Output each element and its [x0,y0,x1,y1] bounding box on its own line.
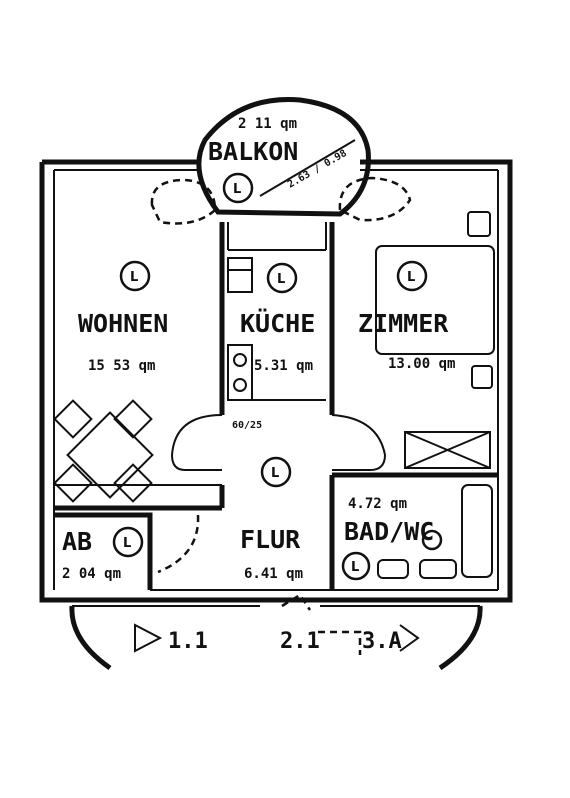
flur-marker-icon: L [260,456,292,488]
balkon-name: BALKON [208,137,298,166]
kueche-marker-icon: L [266,262,298,294]
exterior-walls [39,159,513,603]
svg-text:L: L [130,270,138,285]
flur-name: FLUR [240,525,301,554]
balcony-door-swing-left [150,178,217,225]
ab-name: AB [62,527,92,556]
svg-text:L: L [271,466,279,481]
kueche-door: 60/25 [232,420,262,431]
wohnen-marker-icon: L [119,260,151,292]
ab-door-swing [157,514,200,574]
zimmer-area: 13.00 qm [388,356,455,372]
wardrobe [404,431,491,469]
balkon-marker-icon: L [222,172,254,204]
wohnen-area: 15 53 qm [88,358,155,374]
svg-text:L: L [123,536,131,551]
bad-marker-icon: L [341,551,371,581]
zimmer-marker-icon: L [396,260,428,292]
svg-text:L: L [277,272,285,287]
bad-name: BAD/WC [344,517,434,546]
wohnen-name: WOHNEN [78,309,168,338]
stair-landing [69,593,483,671]
zimmer-name: ZIMMER [358,309,449,338]
svg-text:L: L [351,560,359,575]
balcony-door-swing-right [338,176,412,222]
unit-1-1: 1.1 [134,623,208,654]
balkon-area: 2 11 qm [238,116,297,132]
ab-area: 2 04 qm [62,566,121,582]
bathroom-fixtures [377,484,493,579]
svg-text:L: L [233,182,241,197]
bed [375,211,495,389]
kueche-name: KÜCHE [240,308,315,338]
bad-area: 4.72 qm [348,496,407,512]
svg-text:L: L [407,270,415,285]
unit-left-label: 1.1 [168,629,208,654]
balcony: 2.63 / 0.98 2 11 qm BALKON L [196,97,371,217]
flur-area: 6.41 qm [244,566,303,582]
dining-table [53,399,154,503]
ab-marker-icon: L [112,526,144,558]
unit-middle-label: 2.1 [280,629,320,654]
kitchen-counter [227,257,326,401]
unit-3-a: 3.A [362,624,420,654]
unit-2-1: 2.1 [280,629,362,655]
kueche-area: 5.31 qm [254,358,313,374]
unit-right-label: 3.A [362,629,402,654]
interior-walls [54,222,498,591]
